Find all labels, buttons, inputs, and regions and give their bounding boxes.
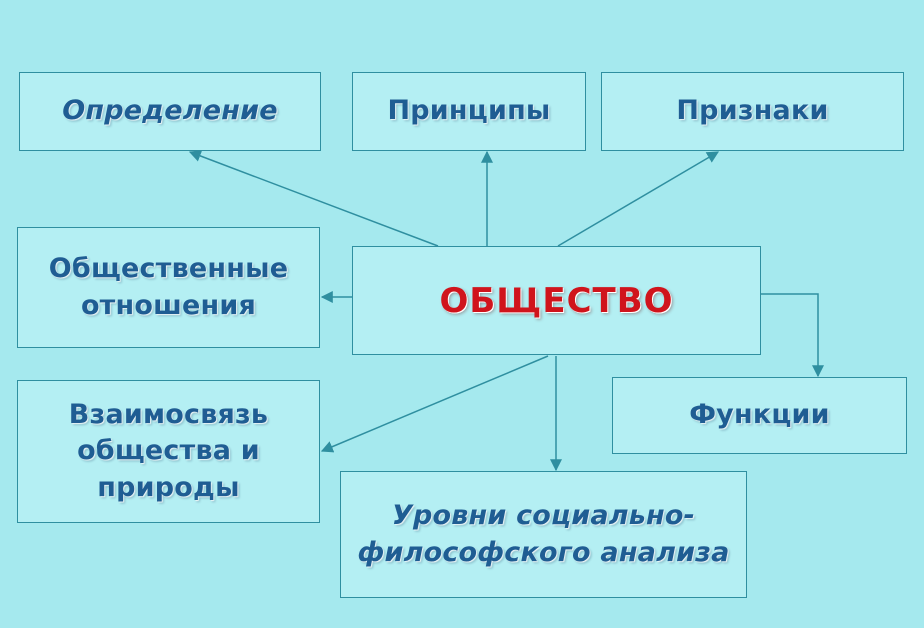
- node-society-nature-label: Взаимосвязь общества и природы: [68, 398, 269, 503]
- node-center-society: ОБЩЕСТВО: [352, 246, 761, 355]
- node-functions: Функции: [612, 377, 907, 454]
- node-social-relations: Общественные отношения: [17, 227, 320, 348]
- center-title: ОБЩЕСТВО: [439, 280, 674, 321]
- arrow-to-definition: [188, 150, 439, 247]
- node-society-nature: Взаимосвязь общества и природы: [17, 380, 320, 523]
- node-principles: Принципы: [352, 72, 586, 151]
- arrow-to-signs: [557, 151, 720, 247]
- arrow-to-society-nature: [320, 355, 549, 453]
- node-signs: Признаки: [601, 72, 904, 151]
- node-levels: Уровни социально- философского анализа: [340, 471, 747, 598]
- node-functions-label: Функции: [689, 399, 830, 431]
- node-principles-label: Принципы: [387, 95, 551, 127]
- node-levels-label: Уровни социально- философского анализа: [357, 500, 730, 568]
- node-definition: Определение: [19, 72, 321, 151]
- node-social-relations-label: Общественные отношения: [48, 253, 289, 321]
- node-signs-label: Признаки: [676, 95, 829, 127]
- arrow-to-functions: [761, 293, 824, 378]
- node-definition-label: Определение: [62, 95, 278, 127]
